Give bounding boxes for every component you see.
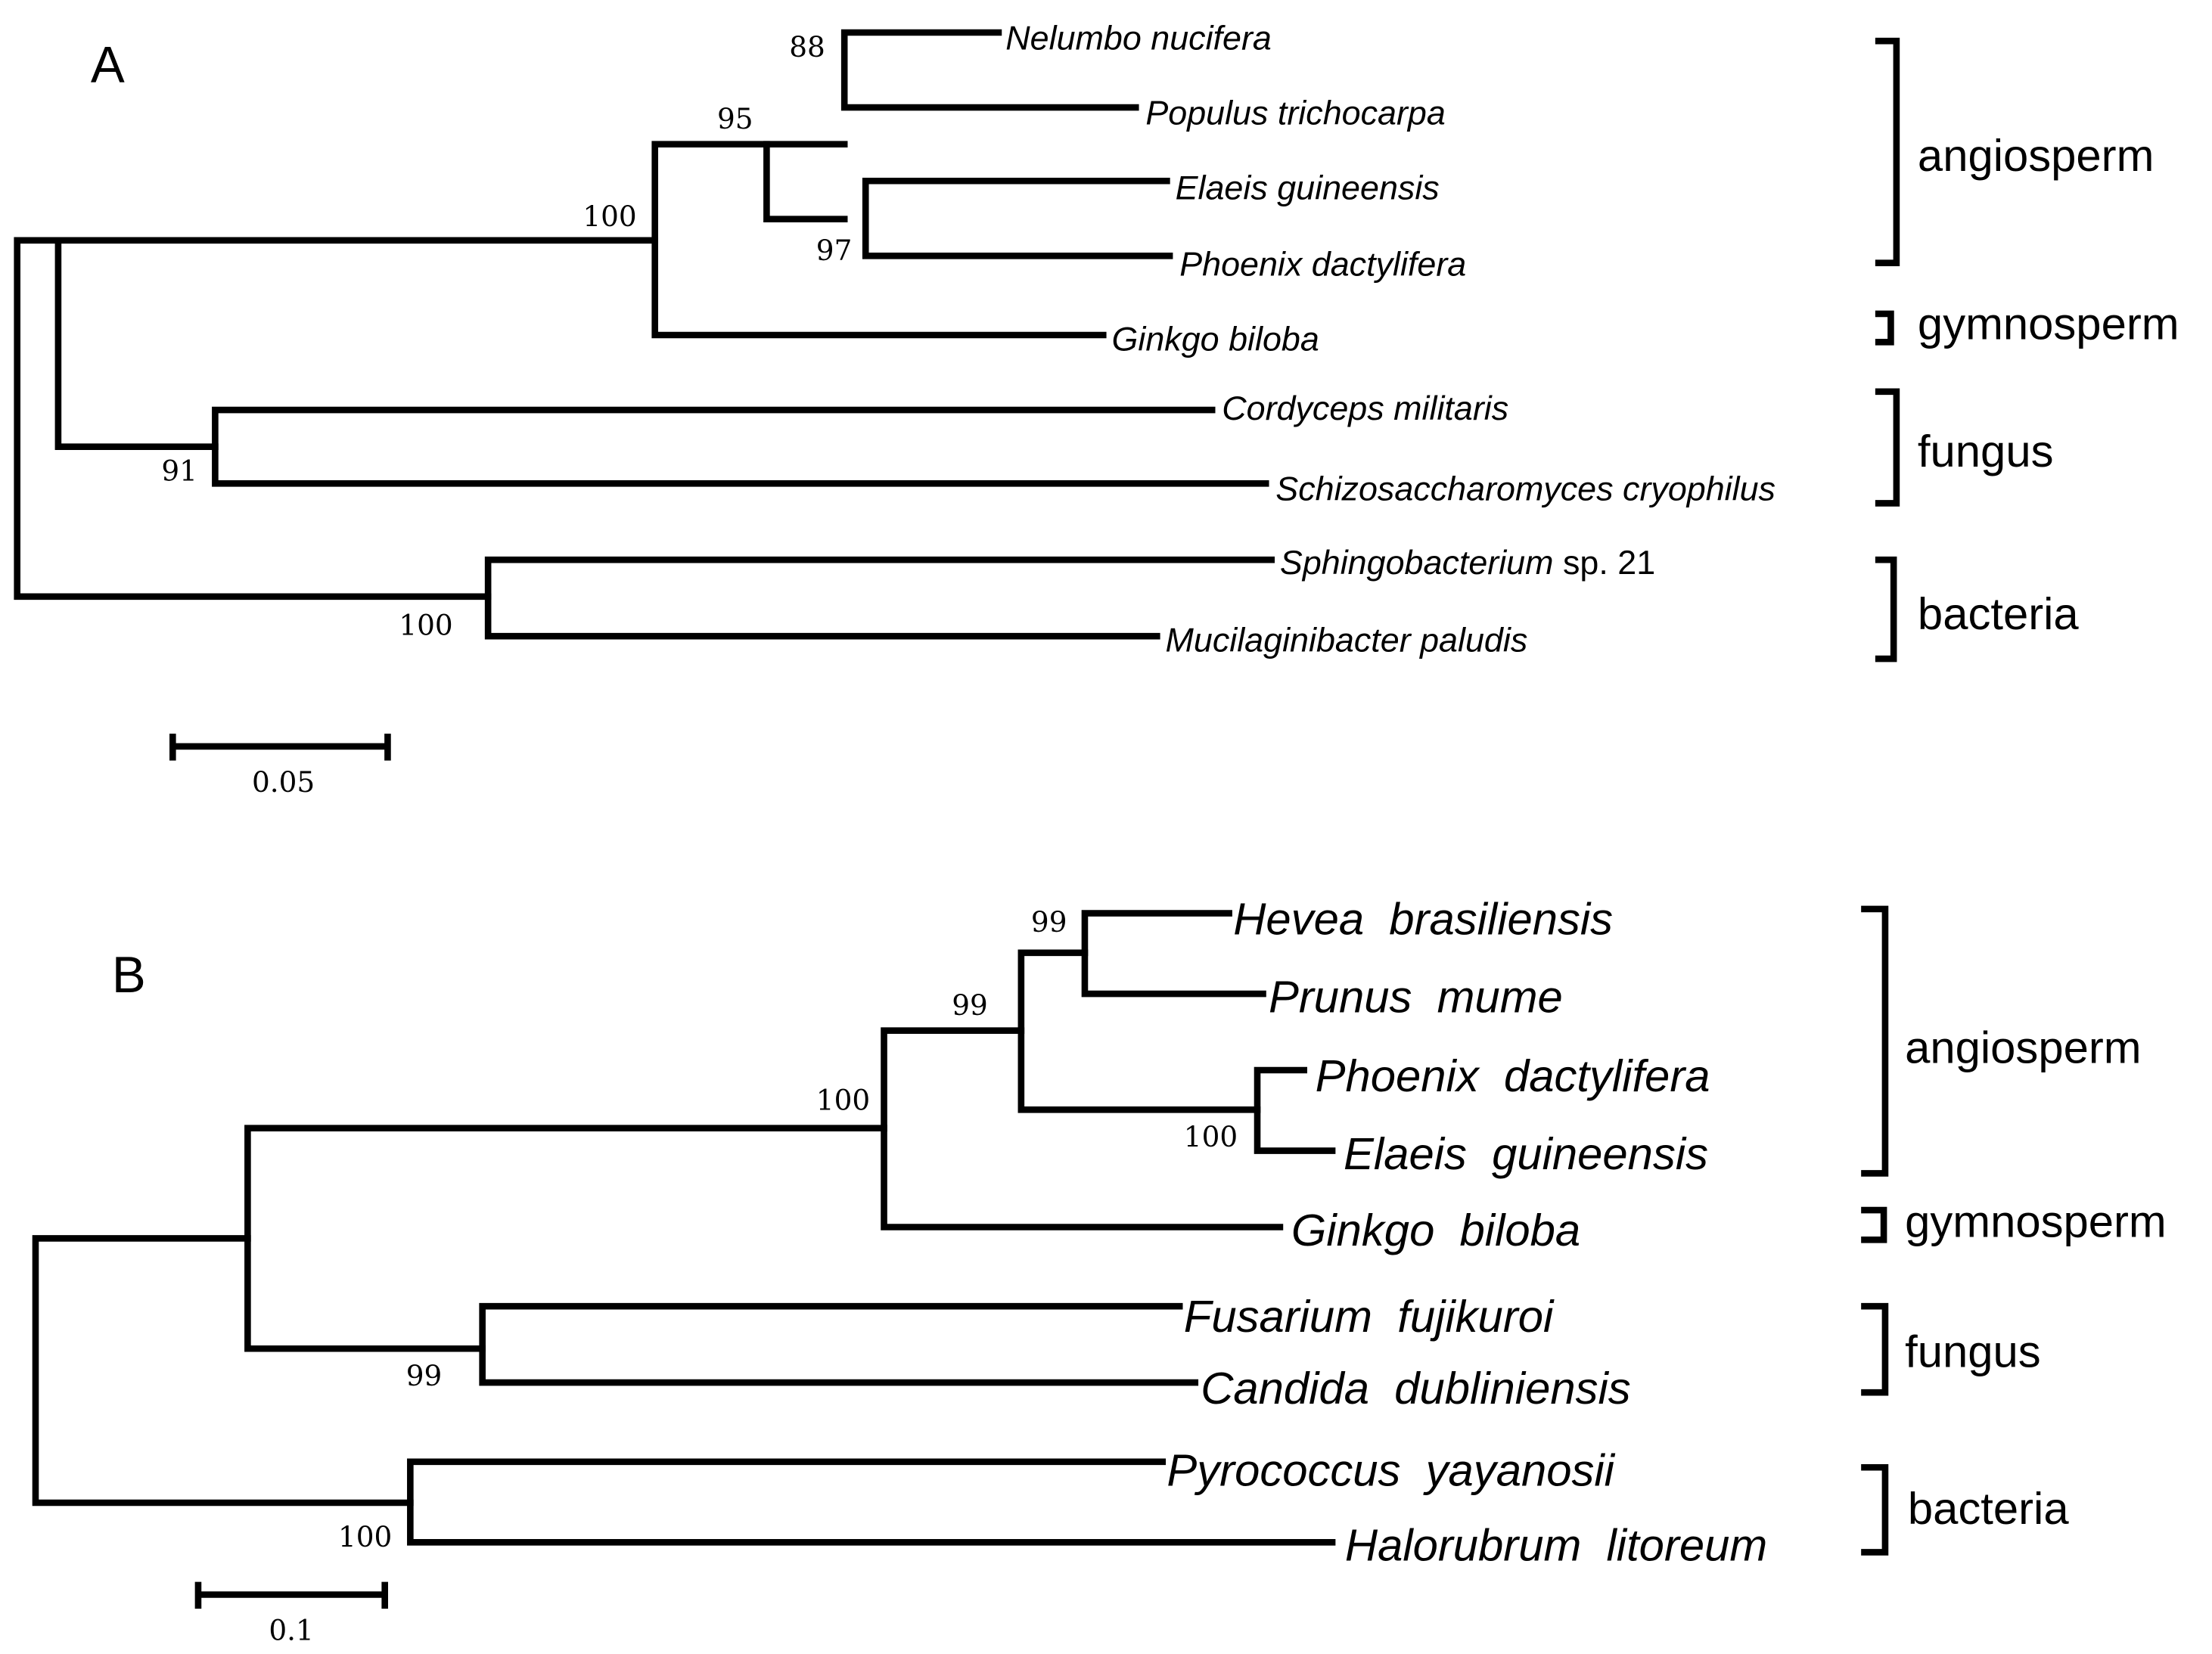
panel-b-bootstrap-values: 99 99 100 100 99 100 xyxy=(338,905,1238,1553)
bracket-angiosperm xyxy=(1875,37,1900,266)
group-label: gymnosperm xyxy=(1918,299,2179,349)
bracket-fungus xyxy=(1861,1302,1889,1396)
bracket-angiosperm xyxy=(1861,905,1889,1177)
group-label: gymnosperm xyxy=(1905,1196,2167,1247)
bracket-fungus xyxy=(1875,388,1900,507)
bracket-gymnosperm xyxy=(1861,1206,1887,1243)
panel-a-label: A xyxy=(91,36,125,93)
taxon-label: Ginkgo biloba xyxy=(1291,1205,1580,1255)
taxon-label: Phoenix dactylifera xyxy=(1316,1050,1710,1101)
branch xyxy=(407,1458,1336,1546)
taxon-label: Nelumbo nucifera xyxy=(1005,18,1272,57)
bootstrap-value: 91 xyxy=(161,455,197,488)
bootstrap-value: 100 xyxy=(816,1083,870,1116)
group-label: angiosperm xyxy=(1918,130,2154,181)
panel-a-bootstrap-values: 88 95 97 100 91 100 xyxy=(161,30,852,642)
taxon-label: Mucilaginibacter paludis xyxy=(1166,621,1528,659)
panel-b-group-brackets xyxy=(1861,905,1889,1556)
bootstrap-value: 99 xyxy=(406,1359,443,1392)
group-label: bacteria xyxy=(1908,1483,2069,1534)
panel-b-taxon-labels: Hevea brasiliensis Prunus mume Phoenix d… xyxy=(1167,894,1767,1571)
branch xyxy=(881,1027,1284,1230)
panel-a-scale-bar: 0.05 xyxy=(169,734,391,799)
taxon-label: Fusarium fujikuroi xyxy=(1184,1291,1555,1342)
branch xyxy=(1254,1066,1336,1154)
bootstrap-value: 100 xyxy=(583,200,636,233)
taxon-label: Sphingobacterium sp. 21 xyxy=(1280,543,1655,582)
taxon-label: Pyrococcus yayanosii xyxy=(1167,1445,1615,1496)
branch xyxy=(244,1125,887,1352)
panel-a-tree-branches xyxy=(14,29,1275,640)
taxon-label: Candida dubliniensis xyxy=(1201,1363,1630,1414)
panel-a: A Nelumbo nucifera Populus trichocarpa E… xyxy=(14,18,2179,799)
taxon-label: Hevea brasiliensis xyxy=(1233,894,1613,945)
taxon-label: Populus trichocarpa xyxy=(1145,93,1445,132)
bracket-gymnosperm xyxy=(1875,310,1894,346)
bracket-bacteria xyxy=(1875,556,1897,663)
bootstrap-value: 97 xyxy=(816,234,853,267)
bootstrap-value: 99 xyxy=(952,988,988,1022)
panel-a-group-brackets xyxy=(1875,37,1900,663)
branch xyxy=(1017,949,1261,1113)
panel-b-label: B xyxy=(112,947,146,1004)
branch xyxy=(651,141,1107,339)
panel-a-taxon-labels: Nelumbo nucifera Populus trichocarpa Ela… xyxy=(1005,18,1776,659)
branch xyxy=(840,29,1139,111)
taxon-label: Halorubrum litoreum xyxy=(1345,1520,1767,1571)
bootstrap-value: 99 xyxy=(1031,905,1067,939)
bootstrap-value: 95 xyxy=(717,102,753,135)
panel-a-group-labels: angiosperm gymnosperm fungus bacteria xyxy=(1918,130,2179,639)
bootstrap-value: 88 xyxy=(789,30,825,64)
panel-b-group-labels: angiosperm gymnosperm fungus bacteria xyxy=(1905,1023,2167,1534)
bootstrap-value: 100 xyxy=(338,1520,392,1553)
taxon-suffix: sp. 21 xyxy=(1554,543,1656,582)
taxon-label: Phoenix dactylifera xyxy=(1179,245,1466,284)
taxon-label: Ginkgo biloba xyxy=(1111,320,1319,358)
branch xyxy=(862,177,1173,259)
branch xyxy=(479,1302,1199,1386)
group-label: bacteria xyxy=(1918,588,2079,639)
scale-bar-label: 0.05 xyxy=(252,765,315,799)
bootstrap-value: 100 xyxy=(399,608,452,641)
group-label: fungus xyxy=(1905,1327,2041,1377)
bracket-bacteria xyxy=(1861,1463,1889,1556)
taxon-label: Elaeis guineensis xyxy=(1176,169,1440,207)
group-label: angiosperm xyxy=(1905,1023,2141,1073)
branch xyxy=(54,237,659,450)
taxon-label: Prunus mume xyxy=(1269,971,1563,1022)
group-label: fungus xyxy=(1918,426,2054,476)
branch xyxy=(1081,910,1266,998)
scale-bar-label: 0.1 xyxy=(269,1613,313,1646)
taxon-label: Cordyceps militaris xyxy=(1222,389,1508,427)
branch xyxy=(212,406,1269,487)
taxon-label: Elaeis guineensis xyxy=(1344,1128,1708,1179)
taxon-genus: Sphingobacterium xyxy=(1280,543,1554,582)
panel-b-tree-branches xyxy=(32,910,1336,1546)
panel-b: B Hevea brasiliensis Prunus mume Phoenix… xyxy=(32,894,2167,1646)
branch xyxy=(14,237,492,600)
bootstrap-value: 100 xyxy=(1184,1120,1238,1153)
branch xyxy=(32,1235,414,1507)
branch xyxy=(484,556,1275,640)
panel-b-scale-bar: 0.1 xyxy=(194,1581,388,1646)
branch xyxy=(763,141,848,223)
taxon-label: Schizosaccharomyces cryophilus xyxy=(1275,470,1776,508)
